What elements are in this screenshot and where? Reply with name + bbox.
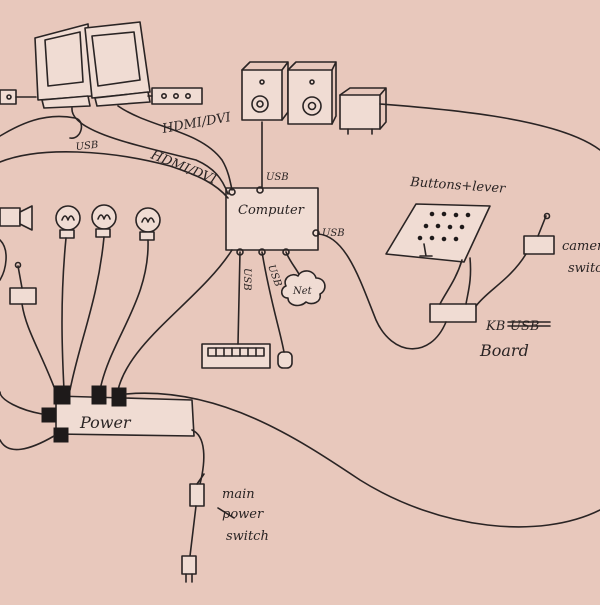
button-panel-buttons bbox=[417, 211, 471, 242]
computer-label: Computer bbox=[238, 203, 305, 218]
cable-light-2 bbox=[69, 236, 105, 391]
cable-net bbox=[285, 251, 301, 277]
monitor-left bbox=[34, 23, 93, 109]
speaker-right bbox=[287, 61, 337, 125]
speaker-left bbox=[241, 61, 289, 121]
cable-panel-to-kb-2 bbox=[465, 257, 472, 305]
light-bulb-2 bbox=[91, 204, 117, 238]
subwoofer bbox=[339, 87, 387, 135]
usb-label-left: USB bbox=[75, 140, 99, 153]
kb-label: KB bbox=[485, 319, 505, 334]
net-label: Net bbox=[292, 286, 313, 297]
cable-main-plug bbox=[189, 505, 197, 557]
net-cloud bbox=[280, 270, 326, 307]
cable-light-1 bbox=[61, 237, 67, 391]
kb-strike-mark bbox=[507, 321, 551, 327]
main-power-label-2: power bbox=[222, 507, 264, 522]
hdmi-dvi-label-upper: HDMI/DVI bbox=[160, 110, 233, 137]
cable-usb-left-hub bbox=[0, 115, 83, 139]
keyboard-icon bbox=[201, 343, 271, 369]
main-power-label-1: main bbox=[222, 487, 255, 502]
power-label: Power bbox=[79, 413, 132, 432]
kb-board-label: Board bbox=[479, 341, 529, 360]
cable-keyboard bbox=[237, 251, 241, 345]
camera-switch-label-1: camera bbox=[562, 239, 600, 254]
cable-power-left-down bbox=[0, 435, 55, 451]
cable-camswitch-to-kb bbox=[475, 253, 527, 307]
light-bulb-1 bbox=[55, 205, 81, 239]
button-panel bbox=[385, 203, 491, 263]
kb-board bbox=[429, 303, 477, 323]
cable-power-long bbox=[125, 392, 600, 528]
cable-camera bbox=[0, 239, 7, 281]
usb-label-bottom-1: USB bbox=[241, 268, 252, 291]
main-power-label-3: switch bbox=[226, 529, 269, 544]
camera-switch-label-2: switch bbox=[568, 261, 600, 276]
usb-label-right: USB bbox=[322, 228, 345, 239]
main-power-switch bbox=[189, 473, 205, 507]
cable-hdmi-monitor-right bbox=[117, 105, 233, 191]
cable-light-3 bbox=[99, 239, 149, 391]
camera-icon bbox=[0, 205, 33, 231]
cable-power-left-loop bbox=[0, 391, 43, 415]
power-plugs bbox=[41, 385, 127, 443]
cable-lever-left bbox=[21, 303, 57, 393]
cable-hdmi-monitor-left bbox=[71, 107, 229, 195]
monitor-right bbox=[84, 21, 151, 107]
wall-plug bbox=[181, 555, 197, 583]
computer-box bbox=[225, 187, 319, 251]
cable-subwoofer-to-power bbox=[379, 103, 600, 151]
monitor-left-usb-hub bbox=[0, 89, 17, 105]
monitor-right-usb-hub bbox=[151, 87, 203, 105]
cable-panel-to-kb bbox=[439, 259, 463, 305]
buttons-lever-label: Buttons+lever bbox=[409, 175, 507, 197]
button-panel-lever bbox=[419, 243, 433, 257]
cable-computer-power bbox=[117, 249, 233, 391]
cable-mouse bbox=[261, 251, 285, 353]
cable-usb-to-computer bbox=[0, 151, 229, 199]
usb-label-top: USB bbox=[266, 172, 289, 183]
cable-usb-computer-kb bbox=[317, 233, 447, 350]
lever-switch-left bbox=[9, 261, 37, 305]
mouse-icon bbox=[277, 351, 293, 369]
power-strike-mark bbox=[217, 507, 235, 519]
light-bulb-3 bbox=[135, 207, 161, 241]
camera-switch bbox=[523, 212, 555, 255]
